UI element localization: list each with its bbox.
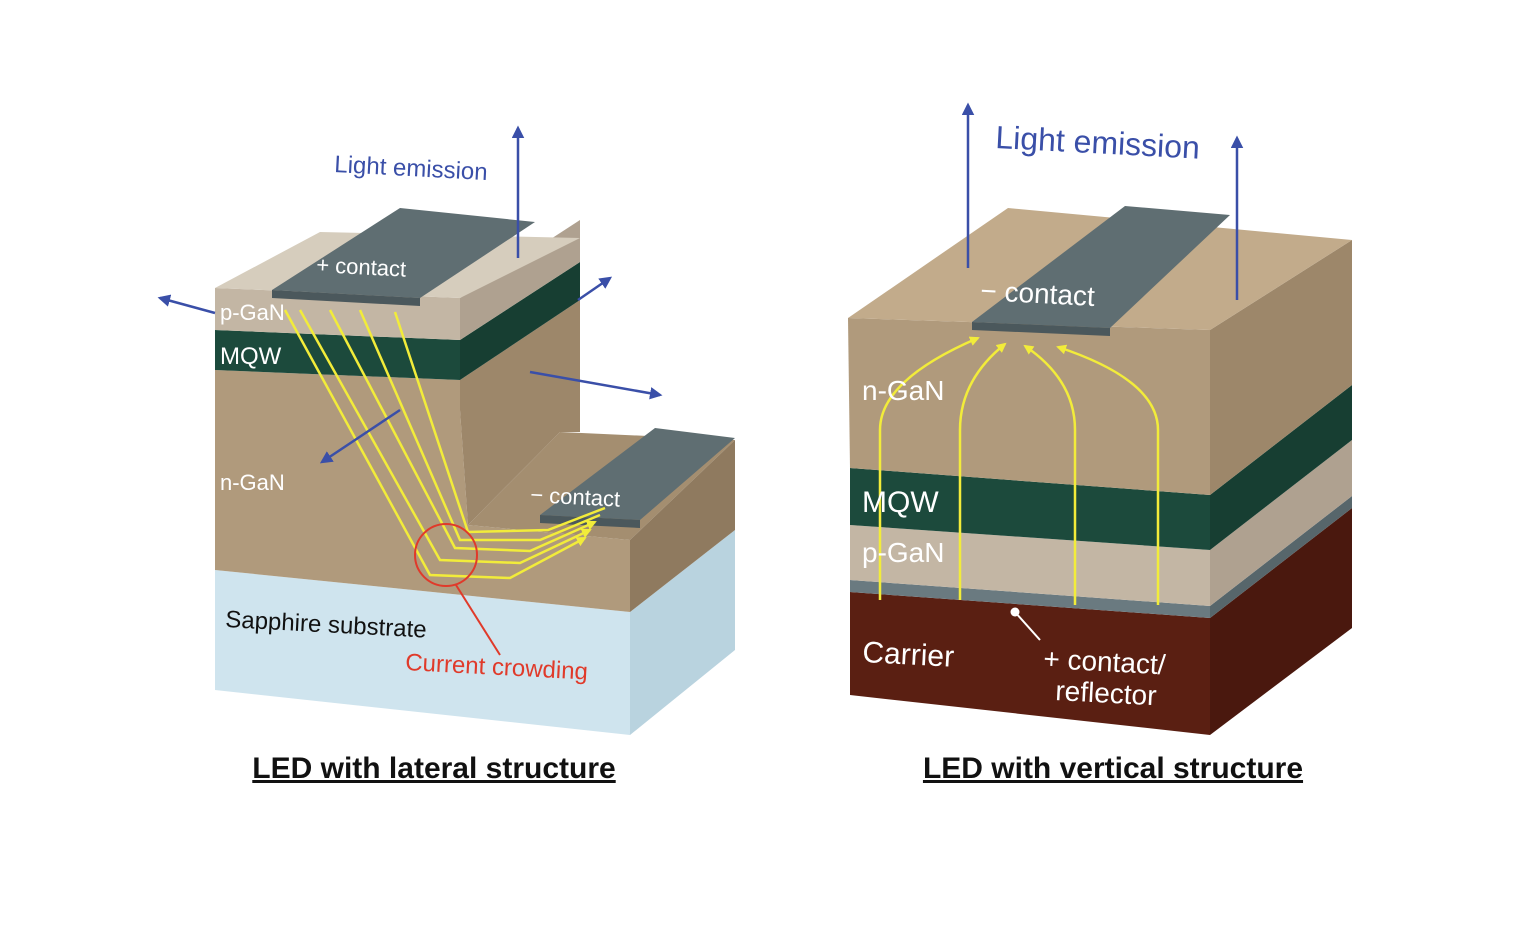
vertical-n-gan-label: n-GaN xyxy=(862,375,944,406)
vertical-current-lines xyxy=(878,336,1160,605)
lateral-mqw-side xyxy=(460,262,580,380)
vertical-mqw-label: MQW xyxy=(862,486,939,519)
vertical-p-gan-side xyxy=(1210,440,1352,606)
vertical-minus-contact-edge xyxy=(972,322,1110,336)
current-crowding-circle xyxy=(414,523,478,587)
lateral-mqw-label: MQW xyxy=(220,343,282,370)
lateral-substrate-front xyxy=(215,570,630,735)
vertical-carrier-side xyxy=(1210,508,1352,735)
lateral-mesa-side xyxy=(460,300,580,525)
lateral-minus-contact-label: − contact xyxy=(530,482,621,512)
lateral-caption: LED with lateral structure xyxy=(252,752,616,785)
vertical-carrier-label: Carrier xyxy=(862,636,955,674)
vertical-mqw-side xyxy=(1210,385,1352,550)
lateral-substrate-side xyxy=(630,530,735,735)
lateral-mqw-front xyxy=(215,330,460,380)
vertical-minus-contact-label: − contact xyxy=(980,275,1096,312)
lateral-plus-contact-pad xyxy=(272,208,535,298)
lateral-n-gan-label: n-GaN xyxy=(220,470,285,495)
current-crowding-pointer xyxy=(455,584,501,656)
lateral-minus-contact-pad xyxy=(540,428,735,520)
vertical-led-diagram: Light emission − contact n-GaN MQW p-GaN… xyxy=(848,102,1352,735)
vertical-emission-arrows xyxy=(961,102,1244,300)
vertical-minus-contact-pad xyxy=(972,206,1230,328)
vertical-plus-contact-label: + contact/ xyxy=(1043,643,1167,680)
vertical-reflector-label: reflector xyxy=(1055,675,1158,711)
vertical-n-gan-front xyxy=(848,318,1210,495)
lateral-emission-arrows xyxy=(157,125,663,464)
vertical-reflector-side xyxy=(1210,496,1352,618)
vertical-reflector-front xyxy=(850,580,1210,618)
vertical-n-gan-side xyxy=(1210,240,1352,495)
lateral-led-diagram: Light emission + contact p-GaN MQW n-GaN… xyxy=(157,125,735,735)
lateral-n-gan-step-side xyxy=(630,440,735,612)
lateral-plus-contact-label: + contact xyxy=(316,252,407,282)
vertical-reflector-pointer xyxy=(1014,611,1041,641)
vertical-caption: LED with vertical structure xyxy=(922,752,1304,785)
vertical-carrier-front xyxy=(850,592,1210,735)
lateral-plus-contact-edge xyxy=(272,290,420,306)
vertical-p-gan-front xyxy=(850,525,1210,606)
vertical-light-emission-label: Light emission xyxy=(995,119,1201,166)
vertical-mqw-front xyxy=(850,468,1210,550)
vertical-p-gan-label: p-GaN xyxy=(862,537,944,568)
lateral-light-emission-label: Light emission xyxy=(334,151,489,186)
lateral-p-gan-label: p-GaN xyxy=(220,300,285,325)
lateral-current-lines xyxy=(283,309,606,580)
